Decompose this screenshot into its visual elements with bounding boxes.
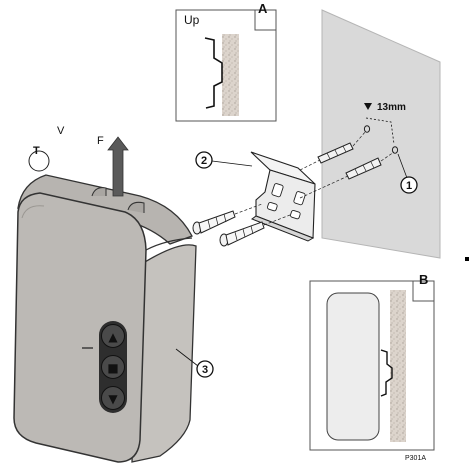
bracket-to-plug-line-lower [299,175,349,199]
water-heater-unit [13,174,197,463]
spacing-label: 13mm [377,102,406,113]
alignment-line-lower [380,151,395,162]
inset-b-letter: B [419,272,428,287]
square-stop-icon: ■ [107,361,118,375]
inset-b: B [309,272,435,451]
wall-hole-upper [363,125,371,133]
lift-direction-arrow-icon [107,136,129,197]
callout-1-number: 1 [406,180,412,192]
down-button[interactable] [101,386,125,410]
inset-a-bracket-profile [204,37,223,109]
callout-2-number: 2 [201,155,207,167]
wall-plug-lower [345,157,382,180]
screw-upper [192,210,236,235]
stop-button[interactable] [101,355,125,379]
callout-3-leader [175,348,199,367]
up-button[interactable] [101,324,125,348]
wall-panel [321,9,441,259]
edge-marker [465,257,469,261]
mounting-bracket [250,151,316,242]
callout-1-circle [400,176,418,194]
triangle-down-icon: ▼ [108,392,118,406]
callout-2-leader [211,160,253,167]
alignment-line-upper [352,130,367,147]
callout-2-circle [195,151,213,169]
label-v: V [57,125,65,137]
inset-a: A Up [175,1,277,122]
callout-3-number: 3 [202,364,208,376]
screw-lower [219,221,265,247]
dimension-leader [365,117,395,145]
bracket-to-plug-line-upper [299,159,321,171]
label-t: T [33,145,40,157]
inset-b-wall-section [390,290,406,442]
inset-b-bracket-profile [380,349,393,397]
inset-a-wall-section [222,34,239,116]
wall-hole-lower [391,146,399,154]
label-f: F [97,135,104,147]
callout-1-leader [397,153,408,179]
label-t-circle [28,150,50,172]
wall-plug-upper [317,142,354,164]
control-panel: ▲ ■ ▼ [99,321,127,413]
dimension-marker-icon [364,103,372,110]
triangle-up-icon: ▲ [108,330,118,344]
callout-3-circle [196,360,214,378]
figure-code: P301A [405,455,426,462]
inset-b-device-profile [326,292,380,441]
inset-a-caption: Up [184,13,200,27]
inset-a-letter: A [258,1,268,16]
